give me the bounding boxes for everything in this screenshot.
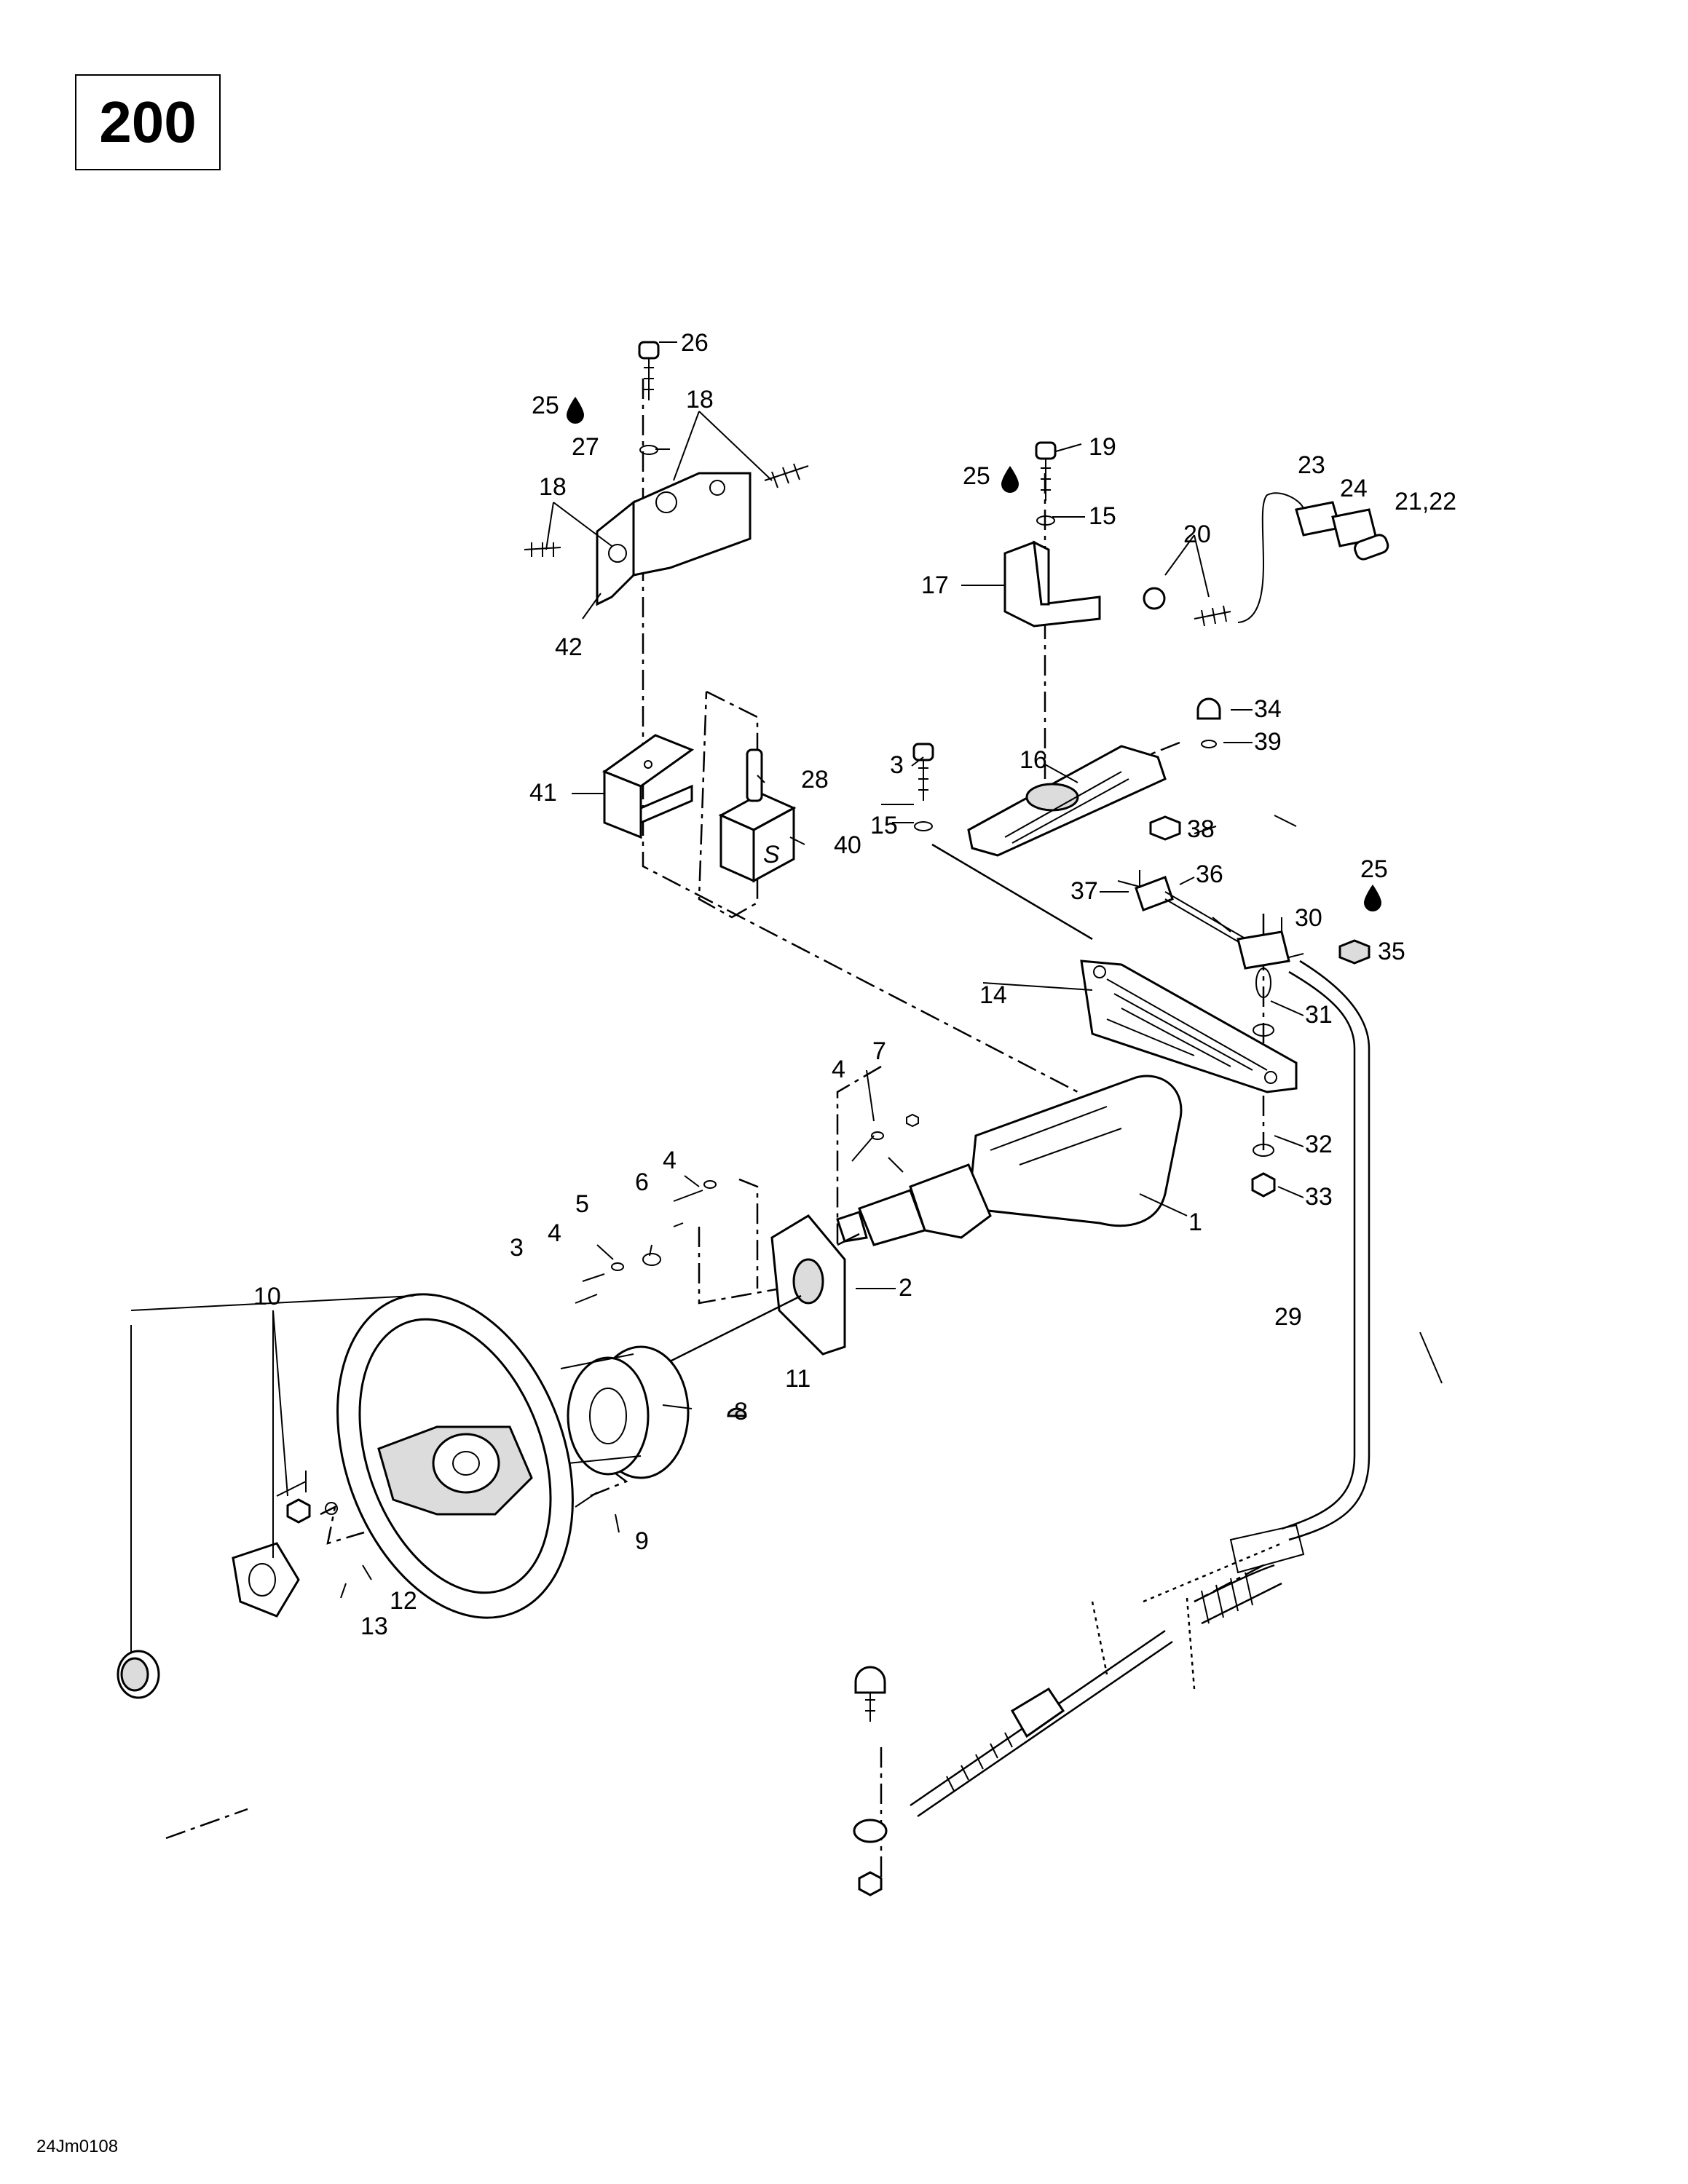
steering-wheel (117, 1293, 598, 1699)
label-part-9: 9 (635, 1527, 649, 1555)
label-part-10: 10 (253, 1283, 281, 1310)
label-part-4: 4 (548, 1219, 561, 1247)
label-part-3: 3 (510, 1234, 524, 1262)
label-part-15: 15 (870, 812, 898, 839)
label-part-7: 7 (872, 1037, 886, 1065)
label-part-28: 28 (801, 766, 829, 794)
hub-adapter-8 (560, 1345, 747, 1479)
page-number: 200 (99, 90, 197, 154)
label-part-32: 32 (1305, 1131, 1333, 1158)
steering-helm-1 (836, 1075, 1183, 1246)
upper-left-bracket (524, 341, 809, 606)
label-part-41: 41 (529, 779, 557, 807)
label-part-33: 33 (1305, 1183, 1333, 1211)
label-part-42: 42 (555, 633, 583, 661)
label-part-37: 37 (1070, 877, 1098, 905)
label-part-4: 4 (663, 1147, 677, 1174)
label-part-36: 36 (1196, 860, 1223, 888)
label-part-20: 20 (1183, 521, 1211, 548)
bracket-17 (1003, 441, 1101, 628)
label-part-27: 27 (572, 433, 599, 461)
label-part-3: 3 (890, 751, 904, 779)
block-marking: S (763, 841, 780, 869)
spacer-block-40: S (718, 748, 797, 883)
label-part-18: 18 (539, 473, 567, 501)
support-plate-14 (1080, 960, 1298, 1198)
label-part-1: 1 (1188, 1208, 1202, 1236)
small-hardware (575, 1113, 919, 1304)
label-part-5: 5 (575, 1190, 589, 1218)
label-part-26: 26 (681, 329, 709, 357)
label-part-6: 6 (635, 1168, 649, 1196)
label-part-4: 4 (832, 1056, 845, 1083)
label-part-31: 31 (1305, 1001, 1333, 1029)
label-part-24: 24 (1340, 475, 1368, 502)
label-part-21-22: 21,22 (1395, 488, 1456, 515)
label-part-35: 35 (1378, 938, 1405, 965)
label-part-14: 14 (979, 981, 1007, 1009)
oil-drop-icon (567, 397, 1381, 911)
label-part-40: 40 (834, 831, 861, 859)
page-number-box: 200 (75, 74, 221, 170)
label-part-17: 17 (921, 571, 949, 599)
steering-cable-29 (853, 960, 1370, 1896)
label-part-25: 25 (963, 462, 990, 490)
label-part-25: 25 (532, 392, 559, 419)
figure-code: 24Jm0108 (36, 2137, 119, 2156)
label-part-29: 29 (1274, 1303, 1302, 1331)
label-part-2: 2 (899, 1274, 912, 1302)
label-part-39: 39 (1254, 728, 1282, 756)
part-labels: 1 2 3 3 4 4 4 5 6 7 8 9 10 11 12 13 14 1… (253, 329, 1456, 1640)
label-part-30: 30 (1295, 904, 1322, 932)
label-part-38: 38 (1187, 815, 1215, 843)
label-part-16: 16 (1019, 746, 1047, 774)
label-part-8: 8 (734, 1398, 748, 1425)
leader-lines (130, 341, 1443, 1653)
sensor-assembly (1143, 492, 1389, 627)
label-part-11: 11 (785, 1365, 811, 1393)
label-part-13: 13 (360, 1613, 388, 1640)
steering-arm-16 (912, 697, 1221, 857)
label-part-12: 12 (390, 1587, 417, 1615)
steering-rod (1117, 870, 1370, 998)
label-part-23: 23 (1298, 451, 1325, 479)
label-part-25: 25 (1360, 855, 1388, 883)
label-part-19: 19 (1089, 433, 1116, 461)
mounting-bracket-41 (602, 734, 695, 839)
label-part-34: 34 (1254, 695, 1282, 723)
label-part-18: 18 (686, 386, 714, 414)
label-part-15: 15 (1089, 502, 1116, 530)
